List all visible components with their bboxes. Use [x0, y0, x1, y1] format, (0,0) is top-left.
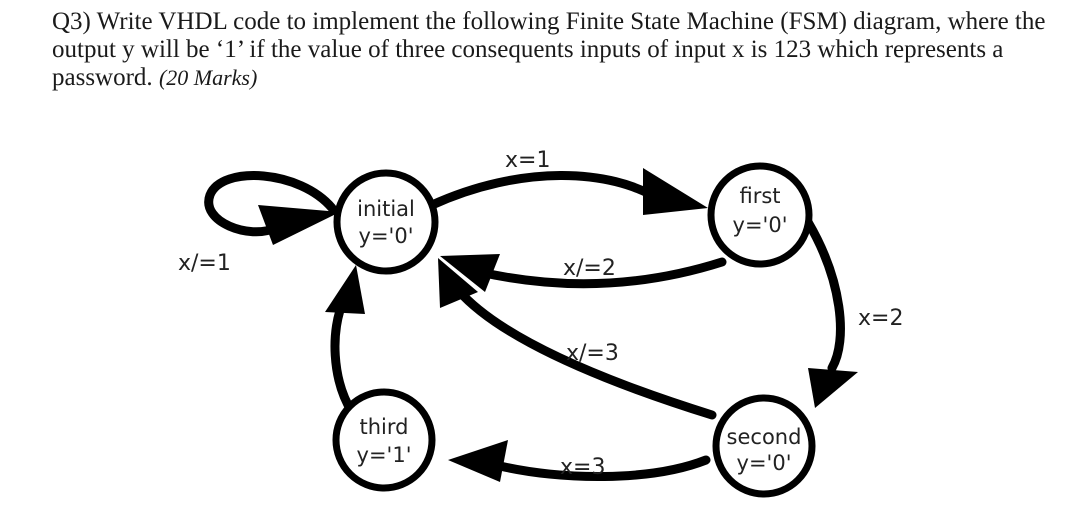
label-initial-self-loop: x/=1 [178, 251, 231, 276]
state-second: second y='0' [712, 394, 816, 498]
question-body: Q3) Write VHDL code to implement the fol… [52, 8, 1046, 91]
state-second-name: second [727, 425, 802, 449]
arrowhead-initial-self-loop [258, 205, 340, 245]
state-initial-output: y='0' [359, 224, 414, 248]
state-first: first y='0' [707, 162, 813, 268]
arrowhead-third-to-initial [325, 265, 365, 314]
arrowhead-first-to-second [808, 368, 858, 408]
state-third-output: y='1' [357, 443, 412, 467]
edge-initial-to-first [427, 171, 665, 210]
edge-first-to-initial [475, 257, 727, 289]
state-initial-name: initial [357, 197, 415, 221]
state-third-name: third [360, 415, 409, 439]
question-text: Q3) Write VHDL code to implement the fol… [52, 8, 1062, 92]
state-initial-circle [333, 169, 439, 275]
state-third: third y='1' [332, 388, 436, 492]
label-initial-to-first: x=1 [505, 148, 550, 173]
label-first-to-second: x=2 [858, 306, 903, 331]
state-second-circle [712, 394, 816, 498]
edge-first-to-second [803, 217, 845, 373]
state-first-name: first [739, 184, 780, 208]
label-second-to-third: x=3 [560, 455, 605, 480]
state-third-circle [332, 388, 436, 492]
edge-second-to-third [495, 455, 711, 482]
state-initial: initial y='0' [333, 169, 439, 275]
label-first-to-initial: x/=2 [563, 256, 616, 281]
question-marks: (20 Marks) [158, 65, 258, 90]
label-second-to-initial: x/=3 [566, 341, 619, 366]
state-second-output: y='0' [737, 451, 792, 475]
edge-second-to-initial [453, 285, 717, 420]
edge-third-to-initial [330, 295, 357, 417]
arrowhead-initial-to-first [643, 168, 708, 215]
state-first-circle [707, 162, 813, 268]
arrowhead-second-to-initial [438, 258, 478, 308]
edge-initial-self-loop [204, 171, 337, 237]
arrowhead-second-to-third [448, 440, 508, 482]
state-first-output: y='0' [733, 213, 788, 237]
arrowhead-first-to-initial [440, 254, 500, 292]
